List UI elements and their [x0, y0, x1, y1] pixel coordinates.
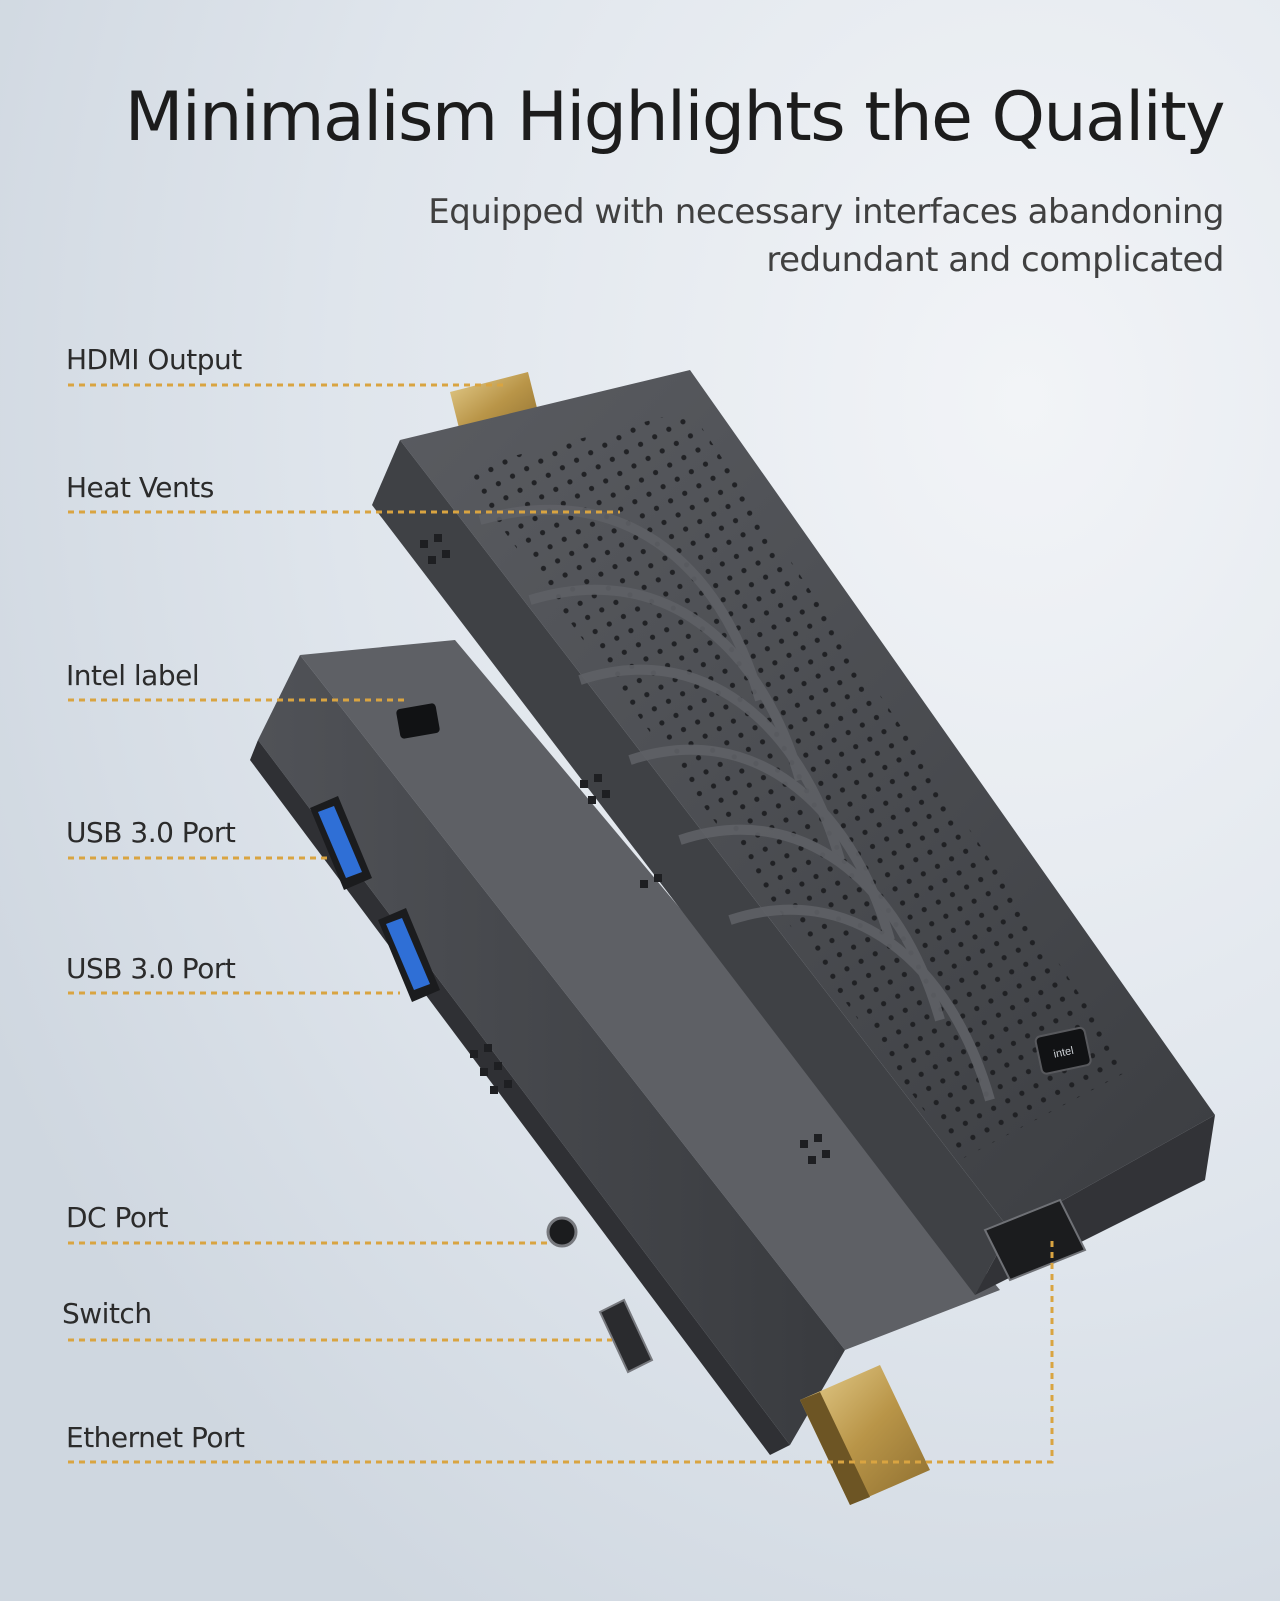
callout-label-heat-vents: Heat Vents — [66, 471, 214, 504]
intel-badge-text: intel — [1052, 1045, 1074, 1061]
headline: Minimalism Highlights the Quality — [124, 78, 1226, 157]
device-back — [250, 640, 1000, 1455]
device-front: intel — [372, 370, 1215, 1295]
callout-label-dc-port: DC Port — [66, 1201, 169, 1234]
hdmi-connector-bottom — [800, 1365, 930, 1505]
subheadline-line-2: redundant and complicated — [766, 240, 1224, 280]
callout-label-intel-label: Intel label — [66, 659, 200, 692]
subheadline-line-1: Equipped with necessary interfaces aband… — [428, 192, 1224, 232]
intel-badge: intel — [1034, 1026, 1092, 1075]
dc-port — [546, 1216, 578, 1248]
callout-label-usb-port-2: USB 3.0 Port — [66, 952, 236, 985]
ethernet-port — [983, 1198, 1087, 1282]
callout-lines — [68, 383, 1054, 1464]
usb-port-2 — [378, 908, 440, 1002]
callout-label-switch: Switch — [62, 1297, 152, 1330]
callout-line-ethernet — [68, 1240, 1054, 1464]
callout-label-hdmi-output: HDMI Output — [66, 343, 242, 376]
callout-label-ethernet-port: Ethernet Port — [66, 1421, 245, 1454]
subheadline: Equipped with necessary interfaces aband… — [428, 188, 1224, 284]
callout-label-usb-port-1: USB 3.0 Port — [66, 816, 236, 849]
usb-port-1 — [310, 796, 372, 890]
power-switch — [598, 1298, 654, 1374]
